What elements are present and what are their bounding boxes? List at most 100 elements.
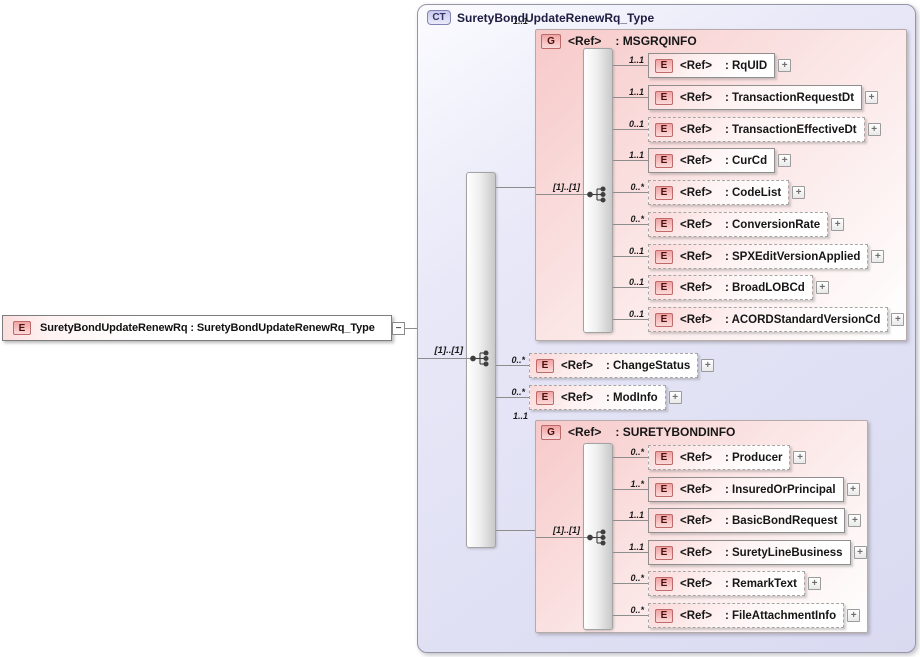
cardinality-label: 0..* [511,355,525,365]
element-box[interactable]: E<Ref>: Producer [648,445,791,470]
element-row: E<Ref>: TransactionRequestDt+ [648,85,879,110]
element-box[interactable]: E<Ref>: FileAttachmentInfo [648,603,845,628]
connector-line [536,194,589,195]
element-row: E<Ref>: TransactionEffectiveDt+ [648,117,881,142]
element-name: : BroadLOBCd [724,281,805,294]
element-box[interactable]: E<Ref>: ChangeStatus [529,353,699,378]
expand-toggle[interactable]: + [668,391,682,404]
expand-toggle[interactable]: + [778,154,792,167]
expand-toggle[interactable]: + [701,359,715,372]
expand-toggle[interactable]: + [865,91,879,104]
connector-line [613,552,648,553]
expand-toggle[interactable]: + [846,483,860,496]
element-badge: E [655,545,673,560]
expand-toggle[interactable]: + [793,451,807,464]
group-name: : SURETYBONDINFO [615,425,736,439]
element-name: : ACORDStandardVersionCd [724,313,881,326]
element-box[interactable]: E<Ref>: TransactionRequestDt [648,85,863,110]
expand-toggle[interactable]: + [891,313,905,326]
element-name: : SPXEditVersionApplied [724,250,861,263]
connector-line [613,520,648,521]
element-box[interactable]: E<Ref>: ConversionRate [648,212,829,237]
group-header-msgrqinfo[interactable]: G<Ref>: MSGRQINFO [541,33,697,49]
sequence-compositor-icon[interactable] [470,350,492,367]
connector-line [496,397,529,398]
connector-line [536,537,589,538]
element-ref-label: <Ref> [680,483,712,496]
cardinality-label: 0..1 [628,119,644,129]
element-box[interactable]: E<Ref>: BasicBondRequest [648,508,846,533]
element-box[interactable]: E<Ref>: SuretyLineBusiness [648,540,851,565]
element-row: E<Ref>: SuretyLineBusiness+ [648,540,867,565]
root-element-node[interactable]: E SuretyBondUpdateRenewRq : SuretyBondUp… [2,315,392,341]
element-ref-label: <Ref> [680,313,712,326]
cardinality-label: 0..* [630,214,644,224]
element-row: E<Ref>: RqUID+ [648,53,792,78]
element-badge: E [655,90,673,105]
element-box[interactable]: E<Ref>: ModInfo [529,385,666,410]
element-badge: E [13,321,31,335]
sequence-compositor-icon[interactable] [587,186,609,203]
connector-line [613,97,648,98]
element-name: : BasicBondRequest [724,514,838,527]
element-badge: E [655,153,673,168]
element-box[interactable]: E <Ref> : SPXEditVersionApplied [648,244,869,269]
connector-line [613,192,648,193]
expand-toggle[interactable]: + [831,218,845,231]
element-box[interactable]: E<Ref>: CodeList [648,180,790,205]
cardinality-label: 0..* [511,387,525,397]
expand-toggle[interactable]: + [792,186,806,199]
connector-line [613,457,648,458]
expand-toggle[interactable]: + [847,609,861,622]
element-ref-label: <Ref> [561,391,593,404]
connector-line [496,365,529,366]
element-ref-label: <Ref> [680,250,712,263]
element-name: : FileAttachmentInfo [724,609,837,622]
element-box[interactable]: E<Ref>: BroadLOBCd [648,275,813,300]
element-box[interactable]: E <Ref> : InsuredOrPrincipal [648,477,844,502]
cardinality-label: 1..1 [628,150,644,160]
element-ref-label: <Ref> [680,514,712,527]
expand-toggle[interactable]: + [848,514,862,527]
element-box[interactable]: E<Ref>: TransactionEffectiveDt [648,117,865,142]
expand-toggle[interactable]: + [778,59,792,72]
element-name: : RqUID [724,59,768,72]
group-ref-label: <Ref> [568,34,602,48]
expand-toggle[interactable]: + [807,577,821,590]
expand-toggle[interactable]: + [871,250,885,263]
connector-line [496,187,535,188]
element-ref-label: <Ref> [680,91,712,104]
element-name: : CurCd [724,154,768,167]
group-header-suretybondinfo[interactable]: G<Ref>: SURETYBONDINFO [541,424,735,440]
element-name: : InsuredOrPrincipal [724,483,836,496]
element-box[interactable]: E<Ref>: CurCd [648,148,776,173]
element-badge: E [655,217,673,232]
element-box[interactable]: E <Ref> : ACORDStandardVersionCd [648,307,889,332]
expand-toggle[interactable]: + [815,281,829,294]
expand-toggle[interactable]: + [867,123,881,136]
element-row: E<Ref>: RemarkText+ [648,571,821,596]
element-badge: E [655,249,673,264]
connector-line [613,615,648,616]
group-ref-label: <Ref> [568,425,602,439]
cardinality-label: 0..1 [628,246,644,256]
element-badge: E [655,58,673,73]
cardinality-label: 0..* [630,447,644,457]
connector-line [613,160,648,161]
expand-toggle[interactable]: + [853,546,867,559]
element-box[interactable]: E<Ref>: RqUID [648,53,776,78]
element-box[interactable]: E<Ref>: RemarkText [648,571,805,596]
element-badge: E [655,482,673,497]
element-ref-label: <Ref> [680,546,712,559]
collapse-toggle[interactable]: − [392,322,405,335]
connector-line [613,583,648,584]
element-name: : RemarkText [724,577,797,590]
group-name: : MSGRQINFO [615,34,697,48]
element-badge: E [655,312,673,327]
cardinality-label: 1..1 [628,510,644,520]
element-badge: E [655,450,673,465]
element-ref-label: <Ref> [680,577,712,590]
sequence-compositor-icon[interactable] [587,529,609,546]
connector-line [418,358,472,359]
element-badge: E [536,390,554,405]
